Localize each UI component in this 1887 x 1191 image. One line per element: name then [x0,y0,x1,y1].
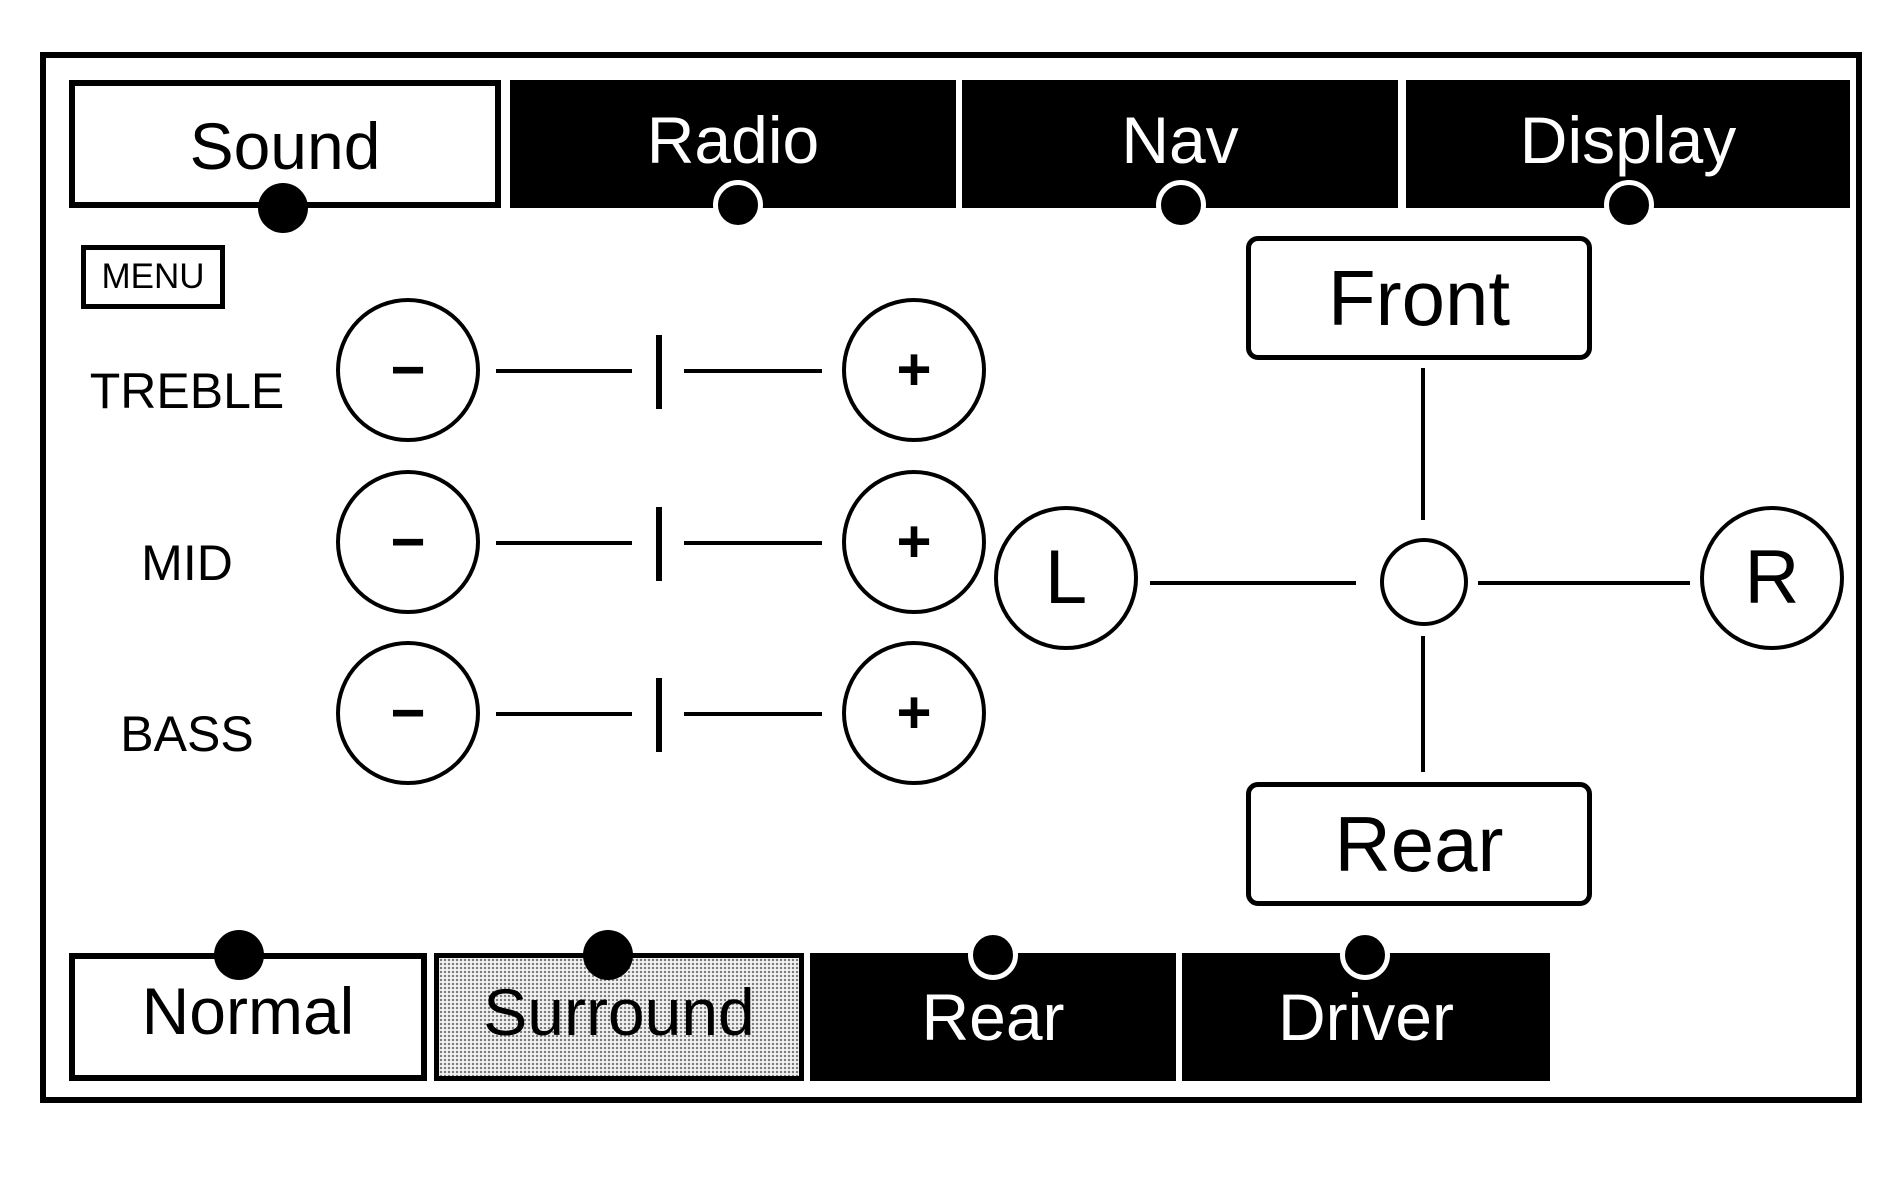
mid-minus-button[interactable]: − [336,470,480,614]
tab-nav-label: Nav [1121,103,1239,177]
mode-rear-indicator-icon [968,930,1018,980]
menu-button-label: MENU [101,257,205,296]
treble-slider-track-right [684,369,822,373]
balance-line-right [1478,581,1690,585]
front-button[interactable]: Front [1246,236,1592,360]
mid-slider-track-left [496,541,632,545]
bass-slider-track-right [684,712,822,716]
plus-icon: + [896,679,932,746]
balance-right-label: R [1744,535,1800,620]
mode-driver-label: Driver [1278,980,1454,1054]
mode-driver-indicator-icon [1340,930,1390,980]
mid-plus-button[interactable]: + [842,470,986,614]
balance-left-button[interactable]: L [994,506,1138,650]
mid-slider-track-right [684,541,822,545]
rear-label: Rear [1334,799,1504,888]
minus-icon: − [390,336,426,403]
tab-display-label: Display [1519,103,1737,177]
mid-slider-marker[interactable] [656,507,662,581]
fade-line-upper [1421,368,1425,520]
fade-balance-position-indicator[interactable] [1380,538,1468,626]
fade-line-lower [1421,636,1425,772]
mode-normal-indicator-icon [214,930,264,980]
bass-slider-track-left [496,712,632,716]
tab-nav-indicator-icon [1156,180,1206,230]
plus-icon: + [896,336,932,403]
treble-slider-marker[interactable] [656,335,662,409]
rear-button[interactable]: Rear [1246,782,1592,906]
bass-plus-button[interactable]: + [842,641,986,785]
balance-line-left [1150,581,1356,585]
mode-surround-indicator-icon [583,930,633,980]
minus-icon: − [390,679,426,746]
tab-radio-indicator-icon [713,180,763,230]
plus-icon: + [896,508,932,575]
bass-slider-marker[interactable] [656,678,662,752]
balance-right-button[interactable]: R [1700,506,1844,650]
treble-label: TREBLE [89,363,285,419]
minus-icon: − [390,508,426,575]
tab-display-indicator-icon [1604,180,1654,230]
tab-sound-indicator-icon [258,183,308,233]
treble-slider-track-left [496,369,632,373]
bass-label: BASS [120,706,254,762]
tab-radio-label: Radio [646,103,820,177]
mid-label: MID [141,535,233,591]
treble-minus-button[interactable]: − [336,298,480,442]
menu-button[interactable]: MENU [81,245,225,309]
mode-rear-label: Rear [921,980,1065,1054]
front-label: Front [1327,253,1511,342]
tab-sound-label: Sound [189,109,381,183]
mode-surround-label: Surround [483,975,755,1049]
mode-normal-label: Normal [141,974,355,1048]
treble-plus-button[interactable]: + [842,298,986,442]
balance-left-label: L [1044,535,1088,620]
bass-minus-button[interactable]: − [336,641,480,785]
